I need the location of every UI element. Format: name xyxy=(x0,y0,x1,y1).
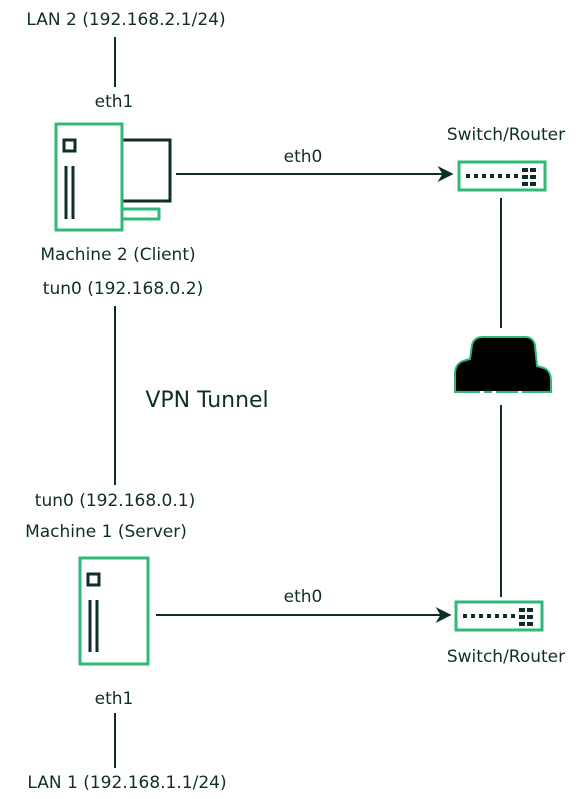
network-switch-icon xyxy=(457,160,547,192)
router-bottom-label: Switch/Router xyxy=(447,647,565,667)
router-top-label: Switch/Router xyxy=(447,125,565,145)
lan1-label: LAN 1 (192.168.1.1/24) xyxy=(27,773,226,793)
server-tower-icon xyxy=(78,556,150,666)
lan2-label: LAN 2 (192.168.2.1/24) xyxy=(26,10,225,30)
vpn-tunnel-label: VPN Tunnel xyxy=(145,388,268,413)
machine2-eth1-label: eth1 xyxy=(95,92,134,112)
machine2-name-label: Machine 2 (Client) xyxy=(40,245,195,265)
machine1-name-label: Machine 1 (Server) xyxy=(25,522,187,542)
machine2-eth0-label: eth0 xyxy=(284,147,323,167)
network-switch-icon xyxy=(454,600,544,632)
machine2-tun0-label: tun0 (192.168.0.2) xyxy=(43,279,203,299)
machine1-eth1-label: eth1 xyxy=(95,689,134,709)
cloud-icon xyxy=(454,336,552,395)
desktop-computer-icon xyxy=(54,122,172,232)
machine1-tun0-label: tun0 (192.168.0.1) xyxy=(35,491,195,511)
machine1-eth0-label: eth0 xyxy=(284,587,323,607)
